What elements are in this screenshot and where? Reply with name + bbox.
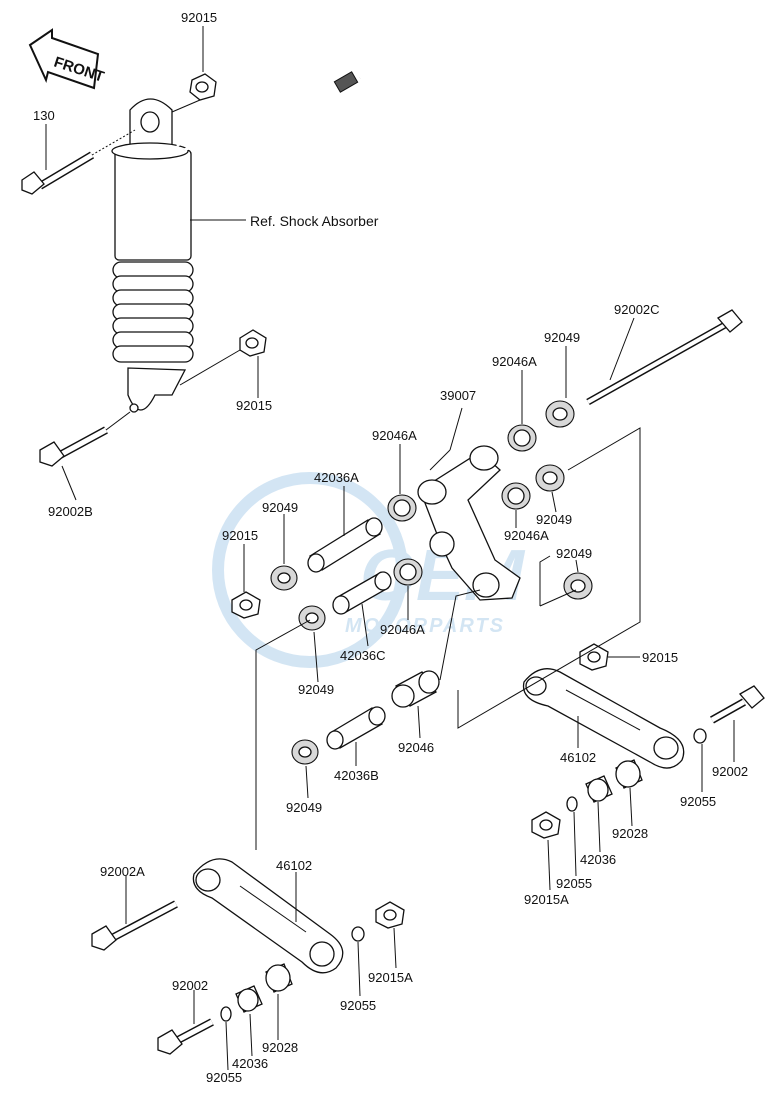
shock-lower-hole (129, 403, 139, 413)
nut-92015A-right (531, 811, 561, 839)
label-92015A-right: 92015A (524, 892, 569, 907)
nut-92015-right (579, 643, 609, 671)
nut-92015-top (171, 73, 217, 113)
label-92046: 92046 (398, 740, 434, 755)
label-92002A: 92002A (100, 864, 145, 879)
shock-hose-2-inner (183, 76, 361, 152)
shock-fitting (333, 71, 359, 93)
spacer-42036A (307, 517, 383, 573)
bolt-92002C (586, 309, 743, 406)
collar-92028-right (615, 759, 643, 789)
nut-92015A-left (375, 901, 405, 929)
ref-shock-absorber-label: Ref. Shock Absorber (250, 213, 379, 229)
rocker-arm-39007 (417, 445, 521, 601)
seal-92049-bottom (291, 739, 319, 765)
label-39007: 39007 (440, 388, 476, 403)
label-92049-low: 92049 (298, 682, 334, 697)
front-arrow: FRONT (28, 28, 106, 90)
shock-bellows (112, 261, 194, 363)
label-92055-left: 92055 (340, 998, 376, 1013)
bolt-92002B (39, 411, 131, 467)
shock-top-hole (140, 111, 160, 133)
label-46102-left: 46102 (276, 858, 312, 873)
bolt-92002-right (710, 685, 765, 724)
label-92046A-left: 92046A (372, 428, 417, 443)
tie-rod-46102-left (192, 858, 344, 974)
spacer-42036C (332, 571, 392, 615)
nut-92015-shock (179, 329, 267, 386)
spacer-42036B (326, 706, 386, 750)
label-92015A-left: 92015A (368, 970, 413, 985)
label-92046A-right: 92046A (504, 528, 549, 543)
label-92015-right: 92015 (642, 650, 678, 665)
label-92028-left: 92028 (262, 1040, 298, 1055)
washer-92055-left (351, 926, 365, 942)
shock-lower-eye (127, 367, 187, 411)
part-labels: 92015 130 92015 92002B 92002C 92049 9204… (33, 10, 748, 1085)
label-42036B: 42036B (334, 768, 379, 783)
seal-92049-mid (270, 565, 298, 591)
front-arrow-icon (28, 28, 100, 90)
label-92049-mid: 92049 (262, 500, 298, 515)
collar-92028-left (265, 963, 293, 993)
tie-rod-46102-right (522, 668, 685, 769)
seal-92049-top (545, 400, 575, 428)
label-92002C: 92002C (614, 302, 660, 317)
bolt-130 (21, 129, 136, 195)
leader-lines (45, 26, 735, 1071)
bolt-92002-left (157, 1018, 214, 1055)
label-92046A-top: 92046A (492, 354, 537, 369)
nut-92015-left (231, 591, 261, 619)
label-92049-top: 92049 (544, 330, 580, 345)
label-92049-right1: 92049 (536, 512, 572, 527)
shock-top-cap (111, 142, 189, 160)
label-92055-left2: 92055 (206, 1070, 242, 1085)
bushing-92046 (391, 670, 440, 708)
label-42036A: 42036A (314, 470, 359, 485)
label-42036-left: 42036 (232, 1056, 268, 1071)
label-130: 130 (33, 108, 55, 123)
watermark-sub: MOTORPARTS (345, 615, 505, 637)
label-92049-bottom: 92049 (286, 800, 322, 815)
label-92015-shock: 92015 (236, 398, 272, 413)
seal-92049-right1 (535, 464, 565, 492)
collar-42036-right (585, 775, 613, 803)
collar-42036-left (235, 985, 263, 1013)
washer-92055-left2 (220, 1006, 232, 1022)
guide-lines (255, 407, 641, 850)
washer-92055-right2 (566, 796, 578, 812)
label-92028-right: 92028 (612, 826, 648, 841)
seal-92049-right2 (563, 572, 593, 600)
label-92055-right2: 92055 (556, 876, 592, 891)
label-92002-left: 92002 (172, 978, 208, 993)
label-92055-right: 92055 (680, 794, 716, 809)
seal-92049-low (298, 605, 326, 631)
bushing-92046A-low (393, 558, 423, 586)
label-92002-right: 92002 (712, 764, 748, 779)
label-92015-top: 92015 (181, 10, 217, 25)
bushing-92046A-left (387, 494, 417, 522)
label-42036-right: 42036 (580, 852, 616, 867)
label-92049-right2: 92049 (556, 546, 592, 561)
label-92015-left: 92015 (222, 528, 258, 543)
label-46102-right: 46102 (560, 750, 596, 765)
shock-absorber (111, 56, 361, 413)
shock-hose-1-inner (176, 56, 302, 147)
label-92002B: 92002B (48, 504, 93, 519)
bushing-92046A-right (501, 482, 531, 510)
bushing-92046A-top (507, 424, 537, 452)
label-42036C: 42036C (340, 648, 386, 663)
shock-upper-body (114, 149, 192, 261)
label-92046A-low: 92046A (380, 622, 425, 637)
bolt-92002A (91, 900, 178, 951)
washer-92055-right (693, 728, 707, 744)
